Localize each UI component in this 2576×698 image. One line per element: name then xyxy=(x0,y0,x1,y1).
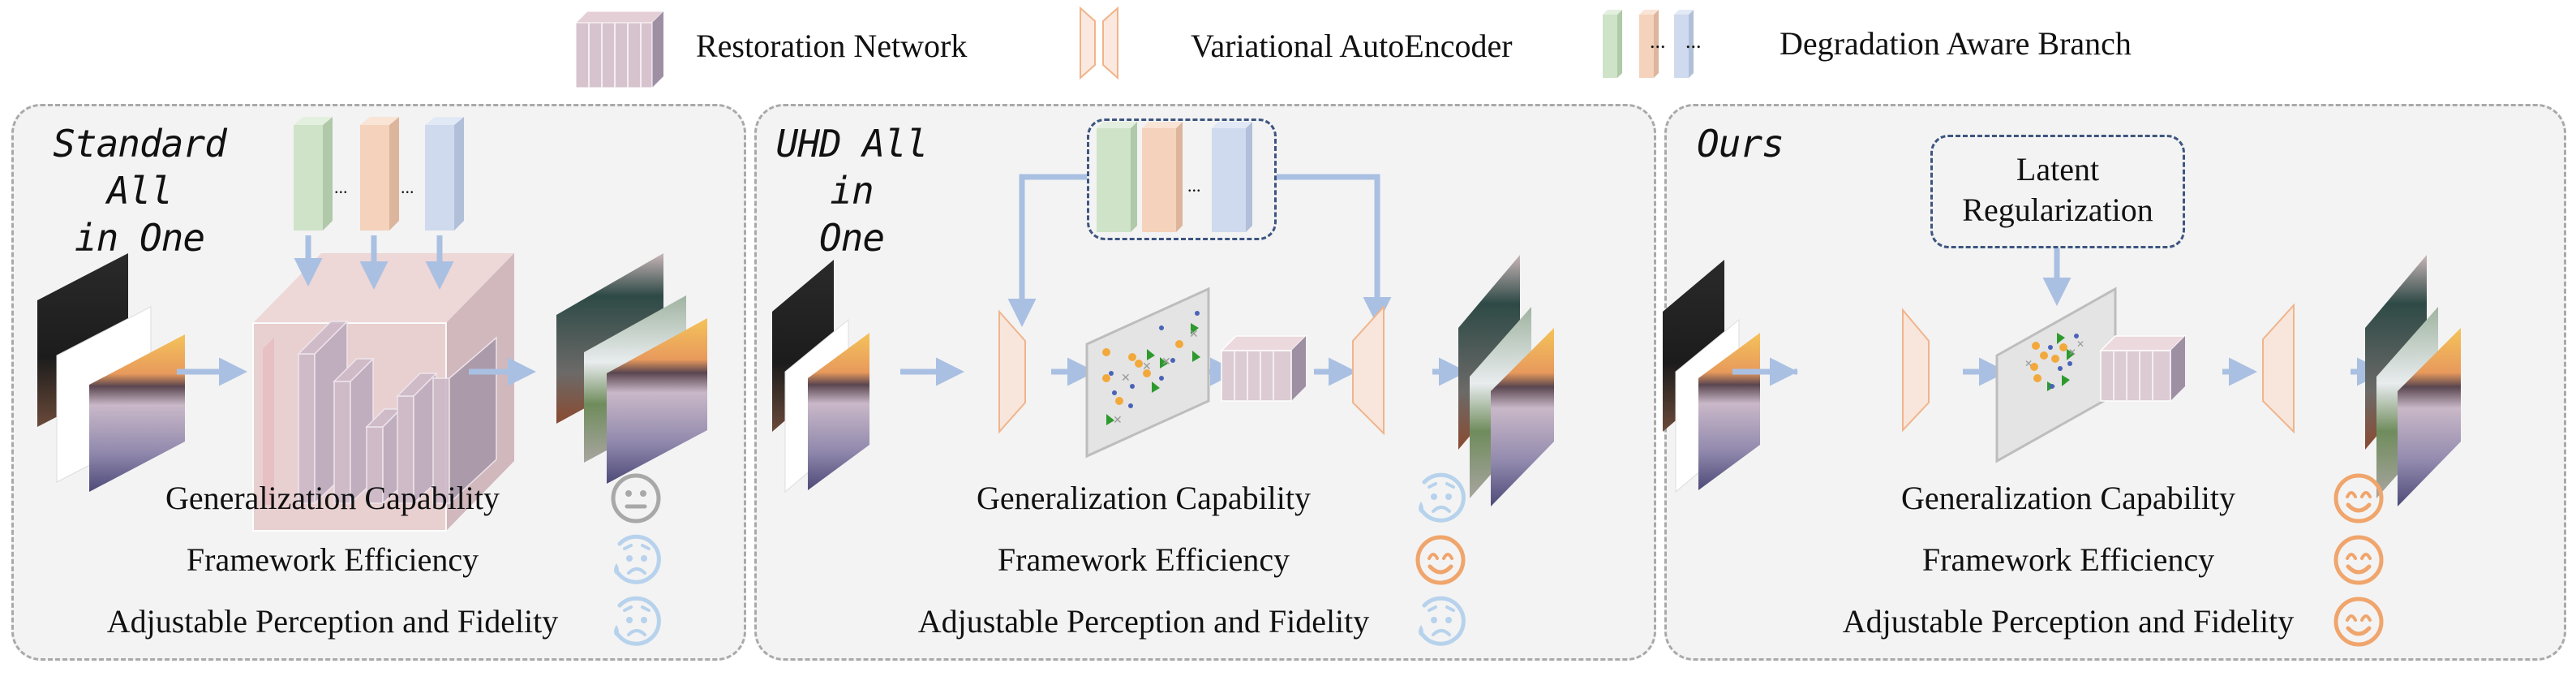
legend-ellipsis-1: ... xyxy=(1650,29,1666,53)
happy-face-icon xyxy=(2333,535,2384,585)
latent-regularization-box xyxy=(1930,135,2185,248)
vae-encoder-ours xyxy=(1902,308,1930,433)
legend-label-vae: Variational AutoEncoder xyxy=(1191,28,1513,64)
vae-decoder-uhd xyxy=(1352,304,1385,436)
ellipsis-b: ... xyxy=(401,177,414,197)
criterion-label: Adjustable Perception and Fidelity xyxy=(106,603,559,640)
degradation-branch-icon xyxy=(1603,10,1694,78)
sad-face-icon xyxy=(614,596,661,646)
output-image-stack xyxy=(556,253,707,484)
svg-text:✕: ✕ xyxy=(1142,361,1152,373)
svg-text:✕: ✕ xyxy=(2076,338,2084,350)
criterion-label: Framework Efficiency xyxy=(186,541,479,578)
criterion-label: Adjustable Perception and Fidelity xyxy=(1842,603,2295,640)
criterion-label: Framework Efficiency xyxy=(997,541,1290,578)
happy-face-icon xyxy=(2333,473,2384,524)
latent-space-uhd: ✕ ✕ ✕ ✕ ✕ xyxy=(1085,287,1210,459)
legend-label-degradation-branch: Degradation Aware Branch xyxy=(1780,25,2132,62)
criterion-label: Framework Efficiency xyxy=(1921,541,2215,578)
legend-icons xyxy=(574,6,1694,88)
latent-space-ours: ✕✕✕ xyxy=(1995,287,2117,463)
ellipsis-c: ... xyxy=(1187,175,1201,196)
svg-text:✕: ✕ xyxy=(2068,347,2076,358)
happy-face-icon xyxy=(2333,597,2384,647)
output-image-stack-uhd xyxy=(1458,255,1554,506)
arrows-standard xyxy=(177,235,536,386)
sad-face-icon xyxy=(614,534,661,584)
svg-text:✕: ✕ xyxy=(1113,415,1123,427)
input-image-stack-uhd xyxy=(772,260,869,493)
legend-ellipsis-2: ... xyxy=(1685,29,1702,53)
criterion-label: Generalization Capability xyxy=(165,480,500,516)
restoration-network-large xyxy=(252,253,514,532)
latent-points-scattered: ✕ ✕ ✕ ✕ ✕ xyxy=(1102,311,1200,427)
legend-label-restoration-network: Restoration Network xyxy=(696,28,968,64)
restoration-network-icon xyxy=(574,11,665,88)
svg-text:✕: ✕ xyxy=(1189,329,1199,341)
restoration-network-small-uhd xyxy=(1220,335,1307,402)
svg-text:✕: ✕ xyxy=(1161,356,1171,368)
degradation-branch-box xyxy=(1087,118,1277,240)
panel-title-standard: Standard All in One xyxy=(53,122,227,260)
criterion-label: Adjustable Perception and Fidelity xyxy=(917,603,1370,640)
ellipsis-a: ... xyxy=(334,177,348,197)
happy-face-icon xyxy=(1415,535,1466,585)
svg-text:✕: ✕ xyxy=(1121,373,1131,385)
vae-encoder-uhd xyxy=(998,309,1026,434)
panel-title-ours: Ours xyxy=(1697,122,1784,166)
panel-title-uhd: UHD All in One xyxy=(775,122,929,260)
criterion-label: Generalization Capability xyxy=(1900,480,2236,516)
input-image-stack-ours xyxy=(1663,260,1760,493)
output-image-stack-ours xyxy=(2365,255,2461,506)
arrows-ours xyxy=(1732,248,2385,386)
sad-face-icon xyxy=(1419,472,1466,523)
latent-points-clustered: ✕✕✕ xyxy=(2024,333,2084,391)
vae-decoder-ours xyxy=(2262,303,2295,434)
neutral-face-icon xyxy=(611,473,661,524)
sad-face-icon xyxy=(1419,596,1466,646)
latent-regularization-label: Latent Regularization xyxy=(1962,151,2153,228)
input-image-stack xyxy=(37,253,185,492)
svg-text:✕: ✕ xyxy=(2024,358,2033,369)
vae-icon xyxy=(1080,6,1118,80)
criterion-label: Generalization Capability xyxy=(976,480,1312,516)
restoration-network-small-ours xyxy=(2099,335,2187,402)
degradation-blocks-uhd: ... xyxy=(1097,122,1252,232)
degradation-blocks-standard: ... ... xyxy=(294,117,464,231)
